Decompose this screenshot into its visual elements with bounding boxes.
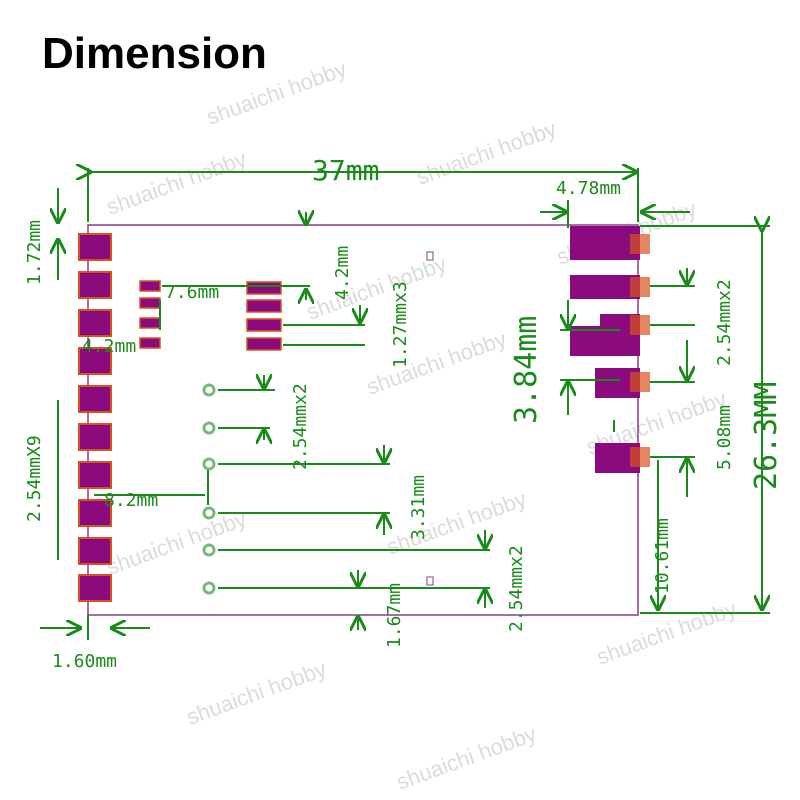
via [202, 506, 216, 520]
watermark-text: shuaichi hobby [363, 326, 509, 400]
pad [78, 233, 112, 261]
pad [78, 309, 112, 337]
pad [246, 299, 282, 313]
pad [570, 226, 640, 260]
dim-label-center-h: 3.31mm [408, 475, 429, 540]
silk-marker [426, 576, 434, 586]
pad [78, 347, 112, 375]
dim-label-mid-pitch3: 1.27mmx3 [390, 281, 411, 368]
watermark-text: shuaichi hobby [203, 56, 349, 130]
dim-label-center-dist: 8.2mm [104, 490, 158, 511]
pad-edge [630, 447, 650, 467]
pad-edge [630, 315, 650, 335]
pad [246, 318, 282, 332]
via [202, 421, 216, 435]
dimension-lines [40, 168, 770, 640]
dim-label-height: 26.3MM [749, 382, 784, 490]
pad [78, 385, 112, 413]
pad [78, 537, 112, 565]
watermark-text: shuaichi hobby [103, 146, 249, 220]
dim-label-right-big: 3.84mm [509, 316, 544, 424]
right-pad-group [570, 226, 650, 473]
watermark-text: shuaichi hobby [393, 721, 539, 795]
dim-label-bottom-pitch2: 2.54mmx2 [506, 545, 527, 632]
pad [246, 337, 282, 351]
dim-label-right-bottom: 10.61mm [652, 518, 673, 594]
pad [78, 461, 112, 489]
pad [78, 271, 112, 299]
dim-label-right-mid: 5.08mm [714, 405, 735, 470]
pad [139, 297, 161, 309]
dim-label-left-top: 1.72mm [24, 220, 45, 285]
pad [570, 275, 640, 299]
dim-label-small-pads-left: 4.2mm [82, 336, 136, 357]
dim-label-small-pads: 7.6mm [165, 282, 219, 303]
via [202, 383, 216, 397]
dim-label-left-pitch: 2.54mmX9 [24, 435, 45, 522]
pad-edge [630, 234, 650, 254]
dim-label-right-pitch2: 2.54mmx2 [714, 279, 735, 366]
page-title: Dimension [42, 29, 267, 78]
pad [139, 337, 161, 349]
small-pad-group [139, 280, 161, 349]
silk-marker [426, 251, 434, 261]
left-pad-column [78, 233, 112, 602]
pad [139, 317, 161, 329]
pad [246, 281, 282, 295]
watermark-text: shuaichi hobby [413, 116, 559, 190]
watermark-text: shuaichi hobby [183, 656, 329, 730]
dim-label-top-mid: 4.2mm [332, 246, 353, 300]
watermark-layer: shuaichi hobby shuaichi hobby shuaichi h… [103, 56, 739, 795]
pad [78, 499, 112, 527]
dim-label-width: 37mm [312, 154, 379, 187]
dim-label-top-right: 4.78mm [556, 178, 621, 199]
pad [78, 423, 112, 451]
dim-label-bottom-mid: 1.67mm [384, 583, 405, 648]
pad [139, 280, 161, 292]
mid-pad-group [246, 281, 282, 351]
pad [78, 574, 112, 602]
via [202, 581, 216, 595]
via [202, 457, 216, 471]
pad-edge [630, 277, 650, 297]
watermark-text: shuaichi hobby [103, 506, 249, 580]
via [202, 543, 216, 557]
dim-label-bottom-left: 1.60mm [52, 651, 117, 672]
watermark-text: shuaichi hobby [593, 596, 739, 670]
via-column [202, 383, 216, 595]
dim-label-mid-pitch2a: 2.54mmx2 [290, 383, 311, 470]
pad-edge [630, 372, 650, 392]
watermark-text: shuaichi hobby [303, 251, 449, 325]
